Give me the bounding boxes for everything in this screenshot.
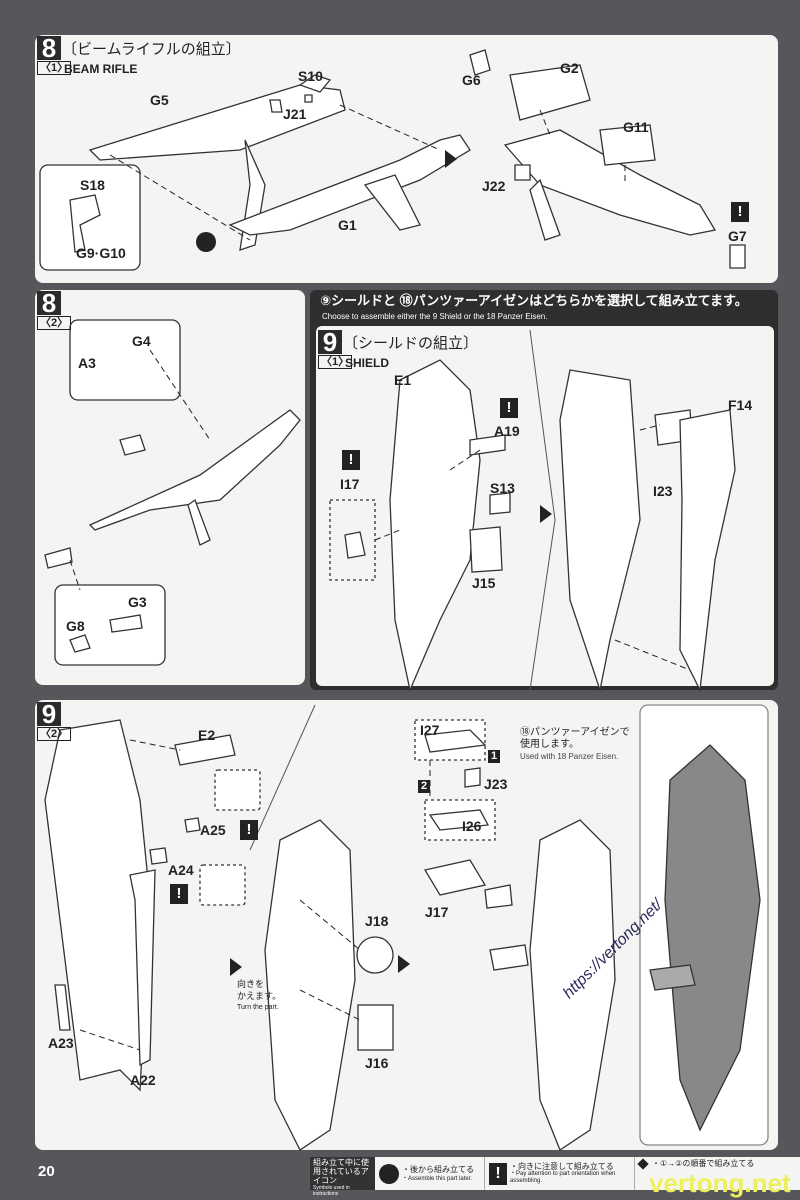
legend-title-en: Symbols used in instructions bbox=[313, 1185, 350, 1197]
step-title: 〔ビームライフルの組立〕 bbox=[62, 41, 241, 58]
part-label: J21 bbox=[283, 106, 307, 122]
watermark-site: vertong.net bbox=[649, 1168, 791, 1198]
assemble-later-icon bbox=[196, 232, 216, 252]
panzer-note-jp2: 使用します。 bbox=[520, 739, 579, 750]
part-label: J23 bbox=[484, 776, 508, 792]
part-label: G3 bbox=[128, 594, 147, 610]
part-label: A3 bbox=[78, 355, 96, 371]
legend-title-jp: 組み立て中に使用されているアイコン bbox=[313, 1158, 369, 1185]
part-label: I23 bbox=[653, 483, 673, 499]
orientation-icon: ! bbox=[489, 1162, 507, 1185]
part-label: G8 bbox=[66, 618, 85, 634]
order-icon bbox=[637, 1158, 649, 1170]
panzer-note-en: Used with 18 Panzer Eisen. bbox=[520, 752, 619, 761]
choose-text-en: Choose to assemble either the 9 Shield o… bbox=[322, 312, 548, 321]
part-label: G11 bbox=[623, 119, 649, 135]
part-label: S10 bbox=[298, 68, 323, 84]
step-number: 9 bbox=[318, 329, 342, 355]
step-title-en: BEAM RIFLE bbox=[64, 62, 138, 76]
next-arrow bbox=[445, 150, 457, 168]
orientation-icon: ! bbox=[240, 820, 258, 840]
part-label: I26 bbox=[462, 818, 482, 834]
part-label: G7 bbox=[728, 228, 747, 244]
orientation-icon: ! bbox=[500, 398, 518, 418]
turn-note-jp1: 向きを bbox=[237, 979, 265, 989]
part-label: I27 bbox=[420, 722, 440, 738]
legend-order-jp: ・①→②の順番で組み立てる bbox=[652, 1159, 755, 1168]
part-label: J17 bbox=[425, 904, 449, 920]
part-label: I17 bbox=[340, 476, 360, 492]
legend-later-en: ・Assemble this part later. bbox=[402, 1175, 473, 1182]
part-label: G6 bbox=[462, 72, 481, 88]
part-label: J15 bbox=[472, 575, 496, 591]
part-label: E1 bbox=[394, 372, 412, 388]
legend-later-jp: ・後から組み立てる bbox=[402, 1164, 474, 1174]
next-arrow bbox=[230, 958, 242, 976]
part-label: A22 bbox=[130, 1072, 156, 1088]
orientation-icon: ! bbox=[731, 202, 749, 222]
part-label: G2 bbox=[560, 60, 579, 76]
substep-label: 〈2〉 bbox=[37, 316, 72, 330]
orientation-icon: ! bbox=[342, 450, 360, 470]
order-step-1: 1 bbox=[488, 750, 501, 763]
step-number: 9 bbox=[37, 701, 61, 727]
next-arrow bbox=[398, 955, 410, 973]
turn-part-note: 向きをかえます。 Turn the part. bbox=[237, 978, 281, 1014]
turn-note-en: Turn the part. bbox=[237, 1004, 279, 1011]
part-label: S13 bbox=[490, 480, 515, 496]
step-title-en: SHIELD bbox=[345, 356, 390, 370]
part-label: G1 bbox=[338, 217, 357, 233]
order-step-2: 2 bbox=[418, 780, 431, 793]
turn-note-jp2: かえます。 bbox=[237, 991, 282, 1001]
choose-text-jp: ⑨シールドと ⑱パンツァーアイゼンはどちらかを選択して組み立てます。 bbox=[320, 293, 748, 308]
part-label: E2 bbox=[198, 727, 216, 743]
part-label: G5 bbox=[150, 92, 169, 108]
substep-label: 〈1〉 bbox=[37, 61, 72, 75]
orientation-icon: ! bbox=[170, 884, 188, 904]
next-arrow bbox=[540, 505, 552, 523]
assemble-later-icon bbox=[379, 1163, 399, 1184]
part-label: A19 bbox=[494, 423, 520, 439]
part-label: F14 bbox=[728, 397, 753, 413]
substep-label: 〈1〉 bbox=[318, 355, 353, 369]
part-label: A23 bbox=[48, 1035, 74, 1051]
legend-orient-en: ・Pay attention to part orientation when … bbox=[510, 1171, 616, 1184]
part-label: A25 bbox=[200, 822, 226, 838]
step-title: 〔シールドの組立〕 bbox=[343, 335, 479, 352]
page-number: 20 bbox=[38, 1163, 55, 1180]
substep-label: 〈2〉 bbox=[37, 727, 72, 741]
part-label: J16 bbox=[365, 1055, 389, 1071]
step-number: 8 bbox=[37, 35, 61, 61]
panzer-note: ⑱パンツァーアイゼンで使用します。 Used with 18 Panzer Eis… bbox=[520, 727, 630, 763]
legend-orient-jp: ・向きに注意して組み立てる bbox=[510, 1162, 614, 1171]
part-label: S18 bbox=[80, 177, 105, 193]
part-label: J18 bbox=[365, 913, 389, 929]
part-label: A24 bbox=[168, 862, 194, 878]
part-label: G9·G10 bbox=[76, 245, 126, 261]
step-number: 8 bbox=[37, 290, 61, 316]
part-label: J22 bbox=[482, 178, 506, 194]
part-label: G4 bbox=[132, 333, 151, 349]
panzer-note-jp1: ⑱パンツァーアイゼンで bbox=[520, 727, 630, 738]
